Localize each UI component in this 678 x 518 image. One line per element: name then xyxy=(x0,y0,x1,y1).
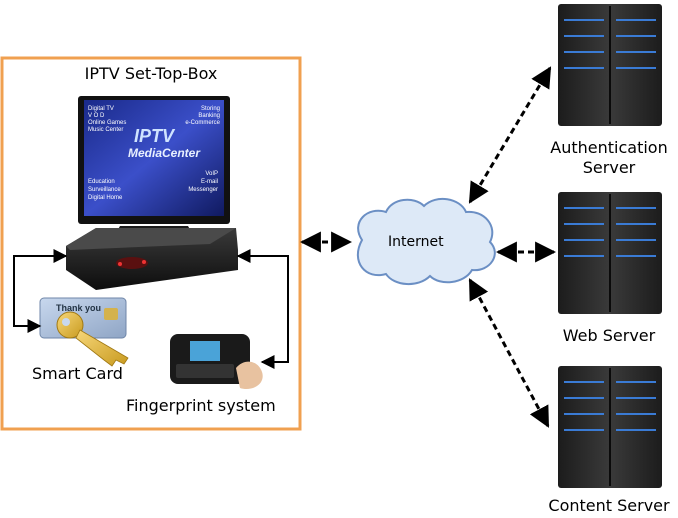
tv-menu-item: Online Games xyxy=(88,120,127,126)
tv-logo-sub: MediaCenter xyxy=(128,146,201,160)
tv-menu-item: Music Center xyxy=(88,127,124,133)
tv-menu-item: Banking xyxy=(198,113,220,119)
stb-to-fingerprint-connector xyxy=(236,249,289,369)
tv-menu-bottom-left: Education Surveillance Digital Home xyxy=(88,178,122,202)
smart-card-label: Smart Card xyxy=(32,364,123,383)
tv-screen xyxy=(84,100,224,216)
server-label-line: Authentication xyxy=(550,138,668,157)
fingerprint-label: Fingerprint system xyxy=(126,396,276,415)
tv-logo-main: IPTV xyxy=(134,126,175,146)
stb-to-smart-card-connector xyxy=(13,249,68,333)
web-server-label: Web Server xyxy=(562,326,656,345)
tv-menu-right: Storing Banking e-Commerce xyxy=(185,106,220,127)
tv-screen-content: Digital TV V O D Online Games Music Cent… xyxy=(84,100,224,216)
content-server-graphic xyxy=(558,366,662,488)
set-top-box-device xyxy=(66,228,238,290)
smart-card-graphic: Thank you xyxy=(39,297,129,367)
tv-menu-bottom-right: VoIP E-mail Messenger xyxy=(188,170,218,194)
internet-to-auth-link xyxy=(468,66,552,204)
content-server-label: Content Server xyxy=(548,496,670,515)
server-label-line: Server xyxy=(582,158,636,177)
tv-menu-item: Surveillance xyxy=(88,187,121,193)
tv-menu-item: V O D xyxy=(88,113,105,119)
authentication-server-label: Authentication Server xyxy=(540,138,678,178)
tv-menu-item: VoIP xyxy=(205,171,218,177)
web-server-graphic xyxy=(558,192,662,314)
tv-menu-item: e-Commerce xyxy=(185,120,220,126)
card-brand: Thank you xyxy=(56,303,101,313)
authentication-server-graphic xyxy=(558,4,662,126)
television xyxy=(78,96,230,240)
tv-menu-item: Digital Home xyxy=(88,195,123,201)
tv-menu-item: Digital TV xyxy=(88,106,114,112)
stb-front-panel xyxy=(116,257,148,269)
fingerprint-scanner-graphic xyxy=(170,334,263,390)
card-chip xyxy=(104,308,118,320)
tv-menu-item: Education xyxy=(88,179,115,185)
tv-menu-left: Digital TV V O D Online Games Music Cent… xyxy=(88,106,126,134)
tv-menu-item: Storing xyxy=(200,106,220,112)
scanner-display xyxy=(190,341,220,361)
tv-menu-item: Messenger xyxy=(188,187,218,193)
set-top-box-title: IPTV Set-Top-Box xyxy=(84,64,218,83)
finger-icon xyxy=(236,361,263,390)
internet-to-content-link xyxy=(468,278,550,428)
tv-menu-item: E-mail xyxy=(200,179,218,185)
internet-label: Internet xyxy=(388,234,444,250)
internet-cloud xyxy=(356,197,496,285)
